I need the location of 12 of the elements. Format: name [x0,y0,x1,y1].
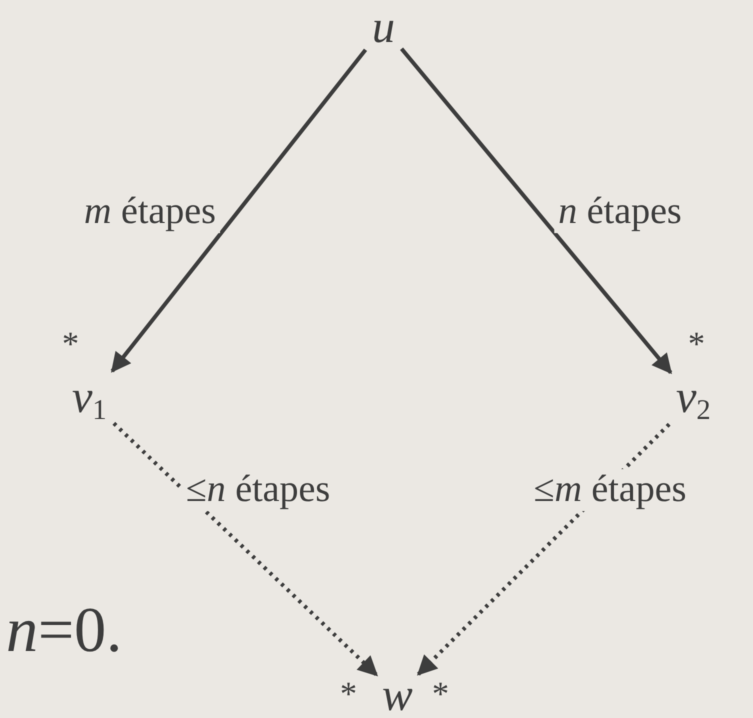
arrow [112,422,378,676]
vertex-label: v$_{2}$ [672,372,715,428]
arrow [110,48,368,373]
note-text: n=0. [6,598,122,662]
vertex-label: w [378,670,417,718]
arrow [400,47,672,374]
note-text: * [340,678,357,712]
vertex-label: v$_{1}$ [68,372,111,428]
note-text: * [688,328,705,362]
note-text: * [432,678,449,712]
note-text: * [62,328,79,362]
vertex-label: u [368,2,399,52]
